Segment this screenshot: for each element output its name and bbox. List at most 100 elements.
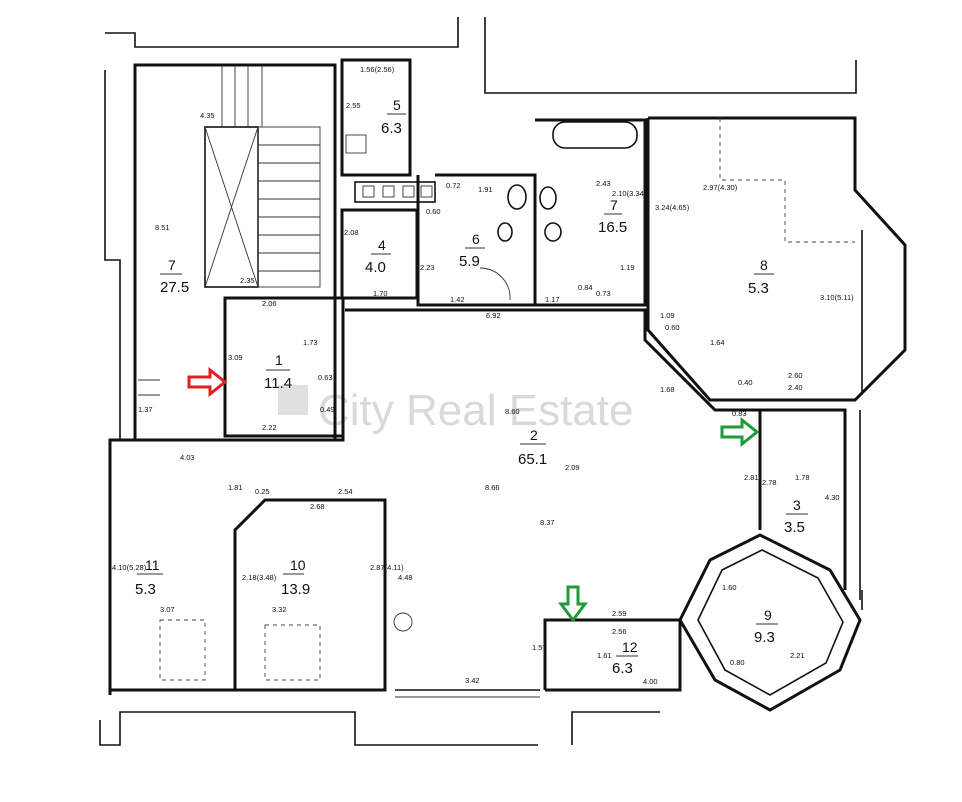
room-7: 8 5.3: [646, 116, 907, 402]
dim-label: 2.22: [262, 423, 277, 432]
entrance-arrow-icon: [187, 366, 228, 398]
dim-label: 4.03: [180, 453, 195, 462]
dim-label: 1.91: [478, 185, 493, 194]
context-walls: [99, 17, 863, 746]
room-label-6-area: 16.5: [598, 219, 627, 236]
dim-label: 8.60: [505, 407, 520, 416]
room-label-2-area: 65.1: [518, 451, 547, 468]
room-label-3-area: 4.0: [365, 259, 386, 276]
dim-label: 1.61: [597, 651, 612, 660]
dim-label: 1.17: [545, 295, 560, 304]
dim-label: 1.78: [795, 473, 810, 482]
dim-label: 2.60: [788, 371, 803, 380]
dim-label: 3.09: [228, 353, 243, 362]
room-label-5-area: 5.9: [459, 253, 480, 270]
dim-label: 2.81: [744, 473, 759, 482]
room-label-3-num: 4: [378, 237, 386, 253]
dim-label: 0.60: [665, 323, 680, 332]
dim-label: 1.81: [228, 483, 243, 492]
watermark-text: City Real Estate: [318, 386, 633, 435]
dim-label: 8.51: [155, 223, 170, 232]
room-label-1-num: 1: [275, 352, 283, 368]
room-label-10-area: 5.3: [135, 581, 156, 598]
dim-label: 0.84: [578, 283, 593, 292]
dim-label: 1.60: [722, 583, 737, 592]
dim-label: 1.64: [710, 338, 725, 347]
dim-label: 4.30: [825, 493, 840, 502]
dim-label: 2.10(3.34): [612, 189, 647, 198]
room-label-6-num: 7: [610, 197, 618, 213]
dim-label: 2.55: [346, 101, 361, 110]
watermark: City Real Estate: [278, 385, 633, 435]
room-label-9-num: 10: [290, 557, 306, 573]
dim-label: 4.10(5.28): [112, 563, 147, 572]
room-label-12-area: 3.5: [784, 519, 805, 536]
dim-label: 2.59: [612, 609, 627, 618]
dim-label: 2.87(4.11): [370, 563, 404, 572]
door-arrow-south: [558, 585, 588, 623]
dim-label: 8.66: [485, 483, 500, 492]
dim-label: 0.25: [255, 487, 270, 496]
room-label-4-num: 5: [393, 97, 401, 113]
dim-label: 2.56: [612, 627, 627, 636]
room-label-10-num: 11: [145, 557, 160, 573]
room-8: 9 9.3: [678, 533, 862, 712]
dimension-labels: 4.35 8.51 2.35 2.06 1.73 3.09 0.63 0.49 …: [112, 65, 854, 686]
dim-label: 2.09: [565, 463, 580, 472]
room-1: 1 11.4: [223, 296, 345, 438]
room-label-2-num: 2: [530, 427, 538, 443]
dim-label: 1.70: [373, 289, 388, 298]
room-10: 11 5.3: [108, 505, 237, 692]
dim-label: 2.97(4.30): [703, 183, 738, 192]
arrow-right-icon: [720, 416, 760, 448]
room-label-1-area: 11.4: [264, 375, 292, 392]
room-6: 7 16.5: [535, 118, 647, 307]
dim-label: 1.57: [532, 643, 547, 652]
arrow-down-icon: [558, 585, 588, 623]
dim-label: 4.35: [200, 111, 215, 120]
dim-label: 2.08: [344, 228, 359, 237]
room-label-9-area: 13.9: [281, 581, 310, 598]
room-2: 2 65.1: [108, 308, 762, 695]
bottom-windows: [395, 689, 540, 698]
dim-label: 2.40: [788, 383, 803, 392]
dim-label: 2.54: [338, 487, 353, 496]
room-label-11-area: 6.3: [612, 660, 633, 677]
dim-label: 0.49: [320, 405, 335, 414]
dim-label: 4.48: [398, 573, 413, 582]
dim-label: 2.06: [262, 299, 277, 308]
dim-label: 0.72: [446, 181, 461, 190]
dim-label: 2.21: [790, 651, 805, 660]
dim-label: 2.23: [420, 263, 435, 272]
door-arrow-east: [720, 416, 760, 448]
room-4: 5 6.3: [340, 58, 412, 177]
dim-label: 8.37: [540, 518, 555, 527]
room-label-11-num: 12: [622, 639, 638, 655]
dim-label: 1.09: [660, 311, 675, 320]
room-9: 10 13.9: [233, 498, 413, 692]
dim-label: 3.07: [160, 605, 175, 614]
dim-label: 1.73: [303, 338, 318, 347]
room-label-7-area: 5.3: [748, 280, 769, 297]
room-label-8-area: 9.3: [754, 629, 775, 646]
dim-label: 3.24(4.65): [655, 203, 690, 212]
room-label-stairs-num: 7: [168, 257, 176, 273]
room-label-5-num: 6: [472, 231, 480, 247]
entrance-arrow: [187, 366, 228, 398]
stairwell-room: 7 27.5: [133, 63, 337, 442]
dim-label: 1.42: [450, 295, 465, 304]
dim-label: 4.00: [643, 677, 658, 686]
dim-label: 0.63: [318, 373, 333, 382]
dim-label: 3.42: [465, 676, 480, 685]
dim-label: 1.37: [138, 405, 153, 414]
dim-label: 2.18(3.48): [242, 573, 277, 582]
room-12: 3 3.5: [760, 408, 861, 600]
room-label-stairs-area: 27.5: [160, 279, 189, 296]
dim-label: 6.92: [486, 311, 501, 320]
dim-label: 2.43: [596, 179, 611, 188]
room-label-12-num: 3: [793, 497, 801, 513]
dim-label: 2.35: [240, 276, 255, 285]
dim-label: 1.56(2.56): [360, 65, 395, 74]
dim-label: 0.73: [596, 289, 611, 298]
